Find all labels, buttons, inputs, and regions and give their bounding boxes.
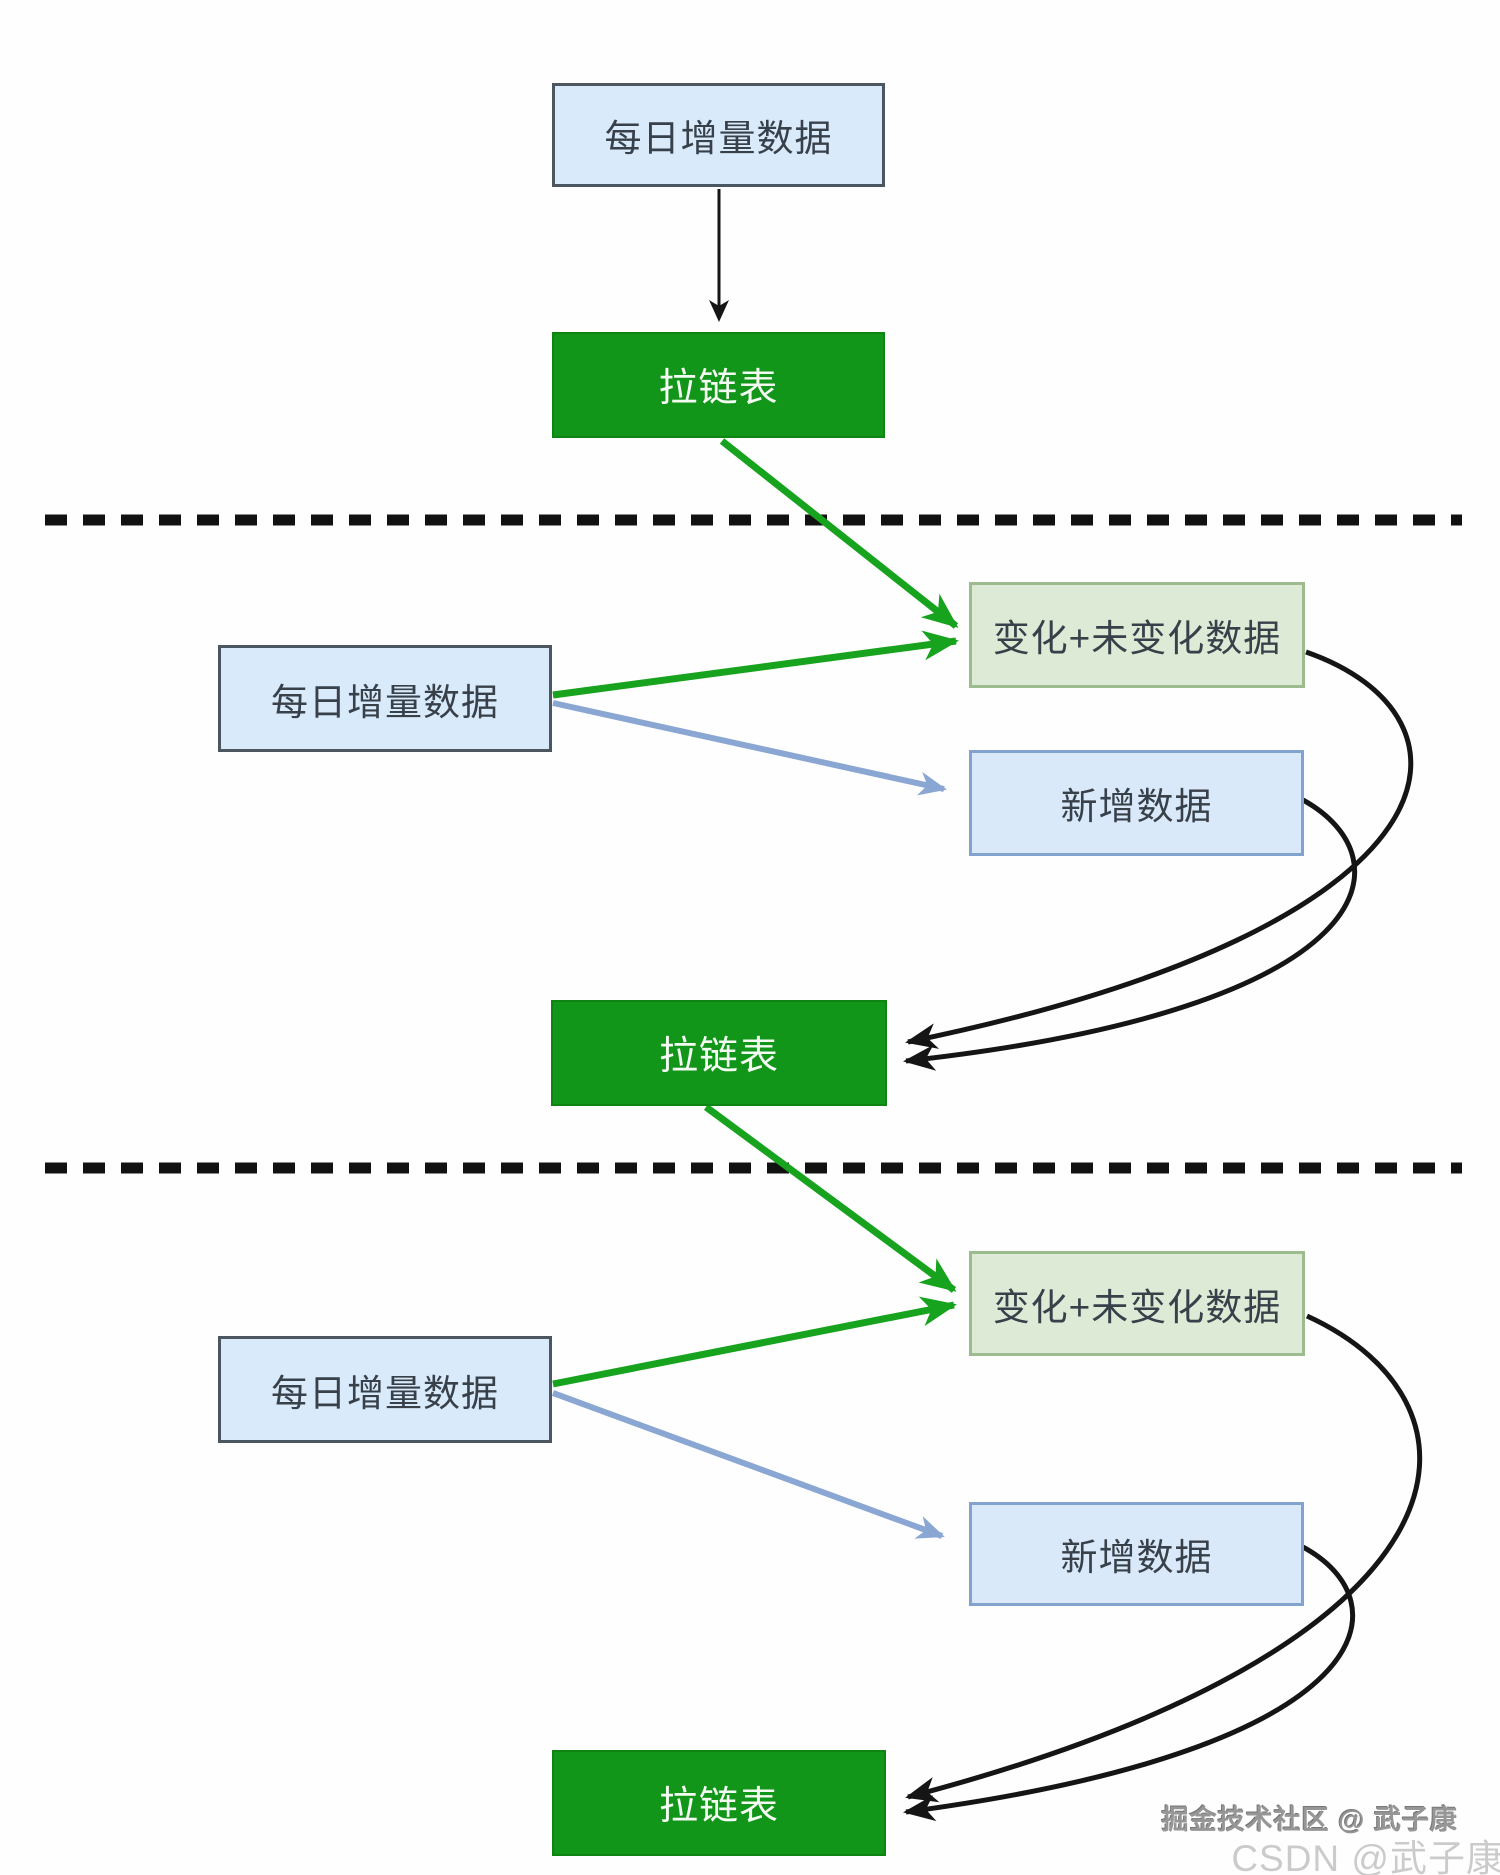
arrow-zipper1-to-changed1 — [719, 438, 959, 629]
node-label: 新增数据 — [1060, 786, 1213, 827]
node-changed-unchanged-1: 变化+未变化数据 — [969, 582, 1305, 688]
watermark-juejin: 掘金技术社区 @ 武子康 — [1161, 1805, 1458, 1835]
node-label: 拉链表 — [658, 1035, 779, 1078]
arrow-daily2-to-new1 — [552, 700, 947, 796]
node-label: 拉链表 — [658, 1785, 779, 1828]
node-new-data-2: 新增数据 — [969, 1502, 1304, 1606]
node-label: 变化+未变化数据 — [992, 1286, 1282, 1328]
node-zipper-table-2: 拉链表 — [551, 1000, 887, 1106]
node-daily-incremental-2: 每日增量数据 — [218, 645, 552, 752]
arrow-new2-to-zipper3 — [903, 1543, 1355, 1822]
node-label: 拉链表 — [658, 367, 779, 410]
arrow-daily3-to-changed2 — [552, 1296, 957, 1388]
arrow-changed2-to-zipper3 — [905, 1313, 1423, 1803]
node-label: 变化+未变化数据 — [992, 618, 1282, 659]
node-label: 每日增量数据 — [604, 118, 833, 159]
node-label: 新增数据 — [1060, 1537, 1213, 1578]
arrow-changed1-to-zipper2 — [905, 649, 1414, 1049]
node-changed-unchanged-2: 变化+未变化数据 — [969, 1251, 1305, 1356]
node-daily-incremental-1: 每日增量数据 — [552, 83, 885, 187]
arrow-zipper2-to-changed2 — [703, 1104, 957, 1293]
arrow-daily3-to-new2 — [551, 1390, 945, 1539]
node-zipper-table-3: 拉链表 — [552, 1750, 886, 1856]
node-zipper-table-1: 拉链表 — [552, 332, 885, 438]
node-label: 每日增量数据 — [271, 681, 499, 723]
node-new-data-1: 新增数据 — [969, 750, 1304, 856]
node-daily-incremental-3: 每日增量数据 — [218, 1336, 552, 1443]
arrow-new1-to-zipper2 — [903, 797, 1358, 1071]
arrow-daily2-to-changed1 — [552, 630, 959, 699]
watermark-csdn: CSDN @武子康 — [1231, 1838, 1500, 1875]
node-label: 每日增量数据 — [271, 1372, 499, 1414]
